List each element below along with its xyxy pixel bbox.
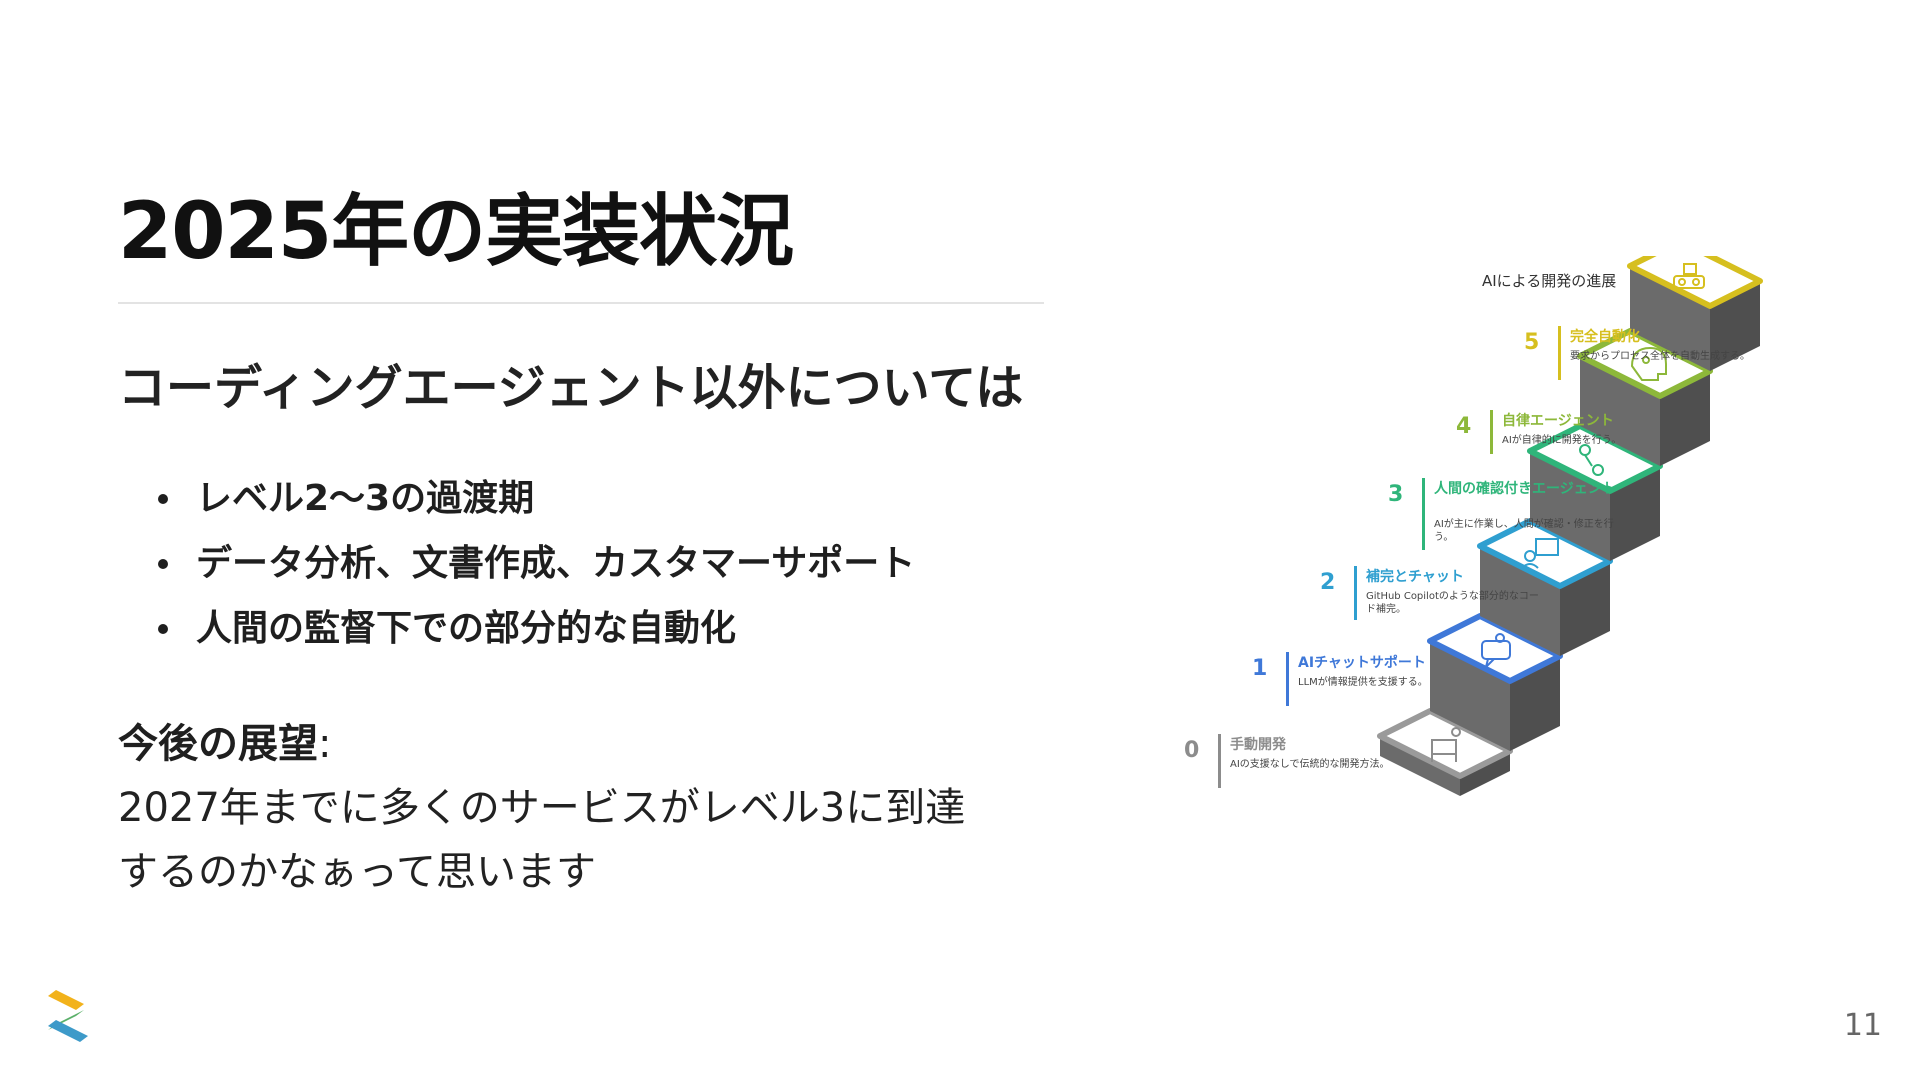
staircase-graphic bbox=[1377, 256, 1763, 796]
brand-logo-icon bbox=[48, 990, 88, 1042]
outlook-heading: 今後の展望: bbox=[118, 712, 1078, 776]
level-name: 手動開発 bbox=[1230, 737, 1286, 753]
ai-progress-diagram: AIによる開発の進展 bbox=[1180, 256, 1920, 836]
person-screen-icon bbox=[1521, 538, 1559, 569]
diagram-title: AIによる開発の進展 bbox=[1482, 272, 1617, 290]
ai-head-icon bbox=[1630, 346, 1667, 381]
level-description: AIの支援なしで伝統的な開発方法。 bbox=[1230, 759, 1390, 770]
level-number: 5 bbox=[1524, 330, 1540, 355]
level-description: AIが主に作業し、人間が確認・修正を行う。 bbox=[1434, 519, 1614, 543]
outlook-label: 今後の展望 bbox=[118, 721, 318, 767]
step-5 bbox=[1627, 256, 1763, 371]
level-name: 自律エージェント bbox=[1502, 413, 1614, 429]
chat-bubble-icon bbox=[1481, 633, 1511, 671]
bullet-item: データ分析、文書作成、カスタマーサポート bbox=[150, 531, 915, 596]
bullet-list: レベル2〜3の過渡期 データ分析、文書作成、カスタマーサポート 人間の監督下での… bbox=[150, 466, 915, 661]
level-name: AIチャットサポート bbox=[1298, 655, 1426, 671]
title-divider bbox=[118, 302, 1044, 304]
level-number: 1 bbox=[1252, 656, 1268, 681]
bullet-item: 人間の監督下での部分的な自動化 bbox=[150, 596, 915, 661]
section-subtitle: コーディングエージェント以外については bbox=[118, 360, 1024, 416]
outlook-block: 今後の展望: 2027年までに多くのサービスがレベル3に到達 するのかなぁって思… bbox=[118, 712, 1078, 904]
level-bar bbox=[1286, 652, 1289, 706]
robot-arm-icon bbox=[1579, 444, 1604, 476]
level-description: 要求からプロセス全体を自動生成する。 bbox=[1570, 351, 1750, 362]
factory-conveyor-icon bbox=[1673, 263, 1705, 289]
step-4 bbox=[1577, 328, 1713, 466]
level-bar bbox=[1490, 410, 1493, 454]
level-bar bbox=[1218, 734, 1221, 788]
level-number: 3 bbox=[1388, 482, 1404, 507]
page-number: 11 bbox=[1843, 1008, 1882, 1043]
level-number: 0 bbox=[1184, 738, 1200, 763]
outlook-text: 2027年までに多くのサービスがレベル3に到達 するのかなぁって思います bbox=[118, 776, 1078, 904]
level-number: 4 bbox=[1456, 414, 1472, 439]
level-bar bbox=[1354, 566, 1357, 620]
level-bar bbox=[1422, 478, 1425, 550]
level-name: 人間の確認付きエージェント bbox=[1434, 481, 1616, 497]
level-bar bbox=[1558, 326, 1561, 380]
level-description: AIが自律的に開発を行う。 bbox=[1502, 435, 1622, 446]
outlook-colon: : bbox=[318, 721, 332, 767]
desk-icon bbox=[1431, 727, 1461, 762]
step-2 bbox=[1477, 518, 1613, 656]
outlook-line-2: するのかなぁって思います bbox=[118, 849, 596, 895]
outlook-line-1: 2027年までに多くのサービスがレベル3に到達 bbox=[118, 785, 966, 831]
slide-title: 2025年の実装状況 bbox=[118, 187, 794, 277]
level-name: 補完とチャット bbox=[1366, 569, 1464, 585]
bullet-item: レベル2〜3の過渡期 bbox=[150, 466, 915, 531]
level-description: GitHub Copilotのような部分的なコード補完。 bbox=[1366, 591, 1539, 615]
level-number: 2 bbox=[1320, 570, 1336, 595]
step-3 bbox=[1527, 423, 1663, 561]
level-description: LLMが情報提供を支援する。 bbox=[1298, 677, 1428, 688]
level-name: 完全自動化 bbox=[1570, 329, 1640, 345]
